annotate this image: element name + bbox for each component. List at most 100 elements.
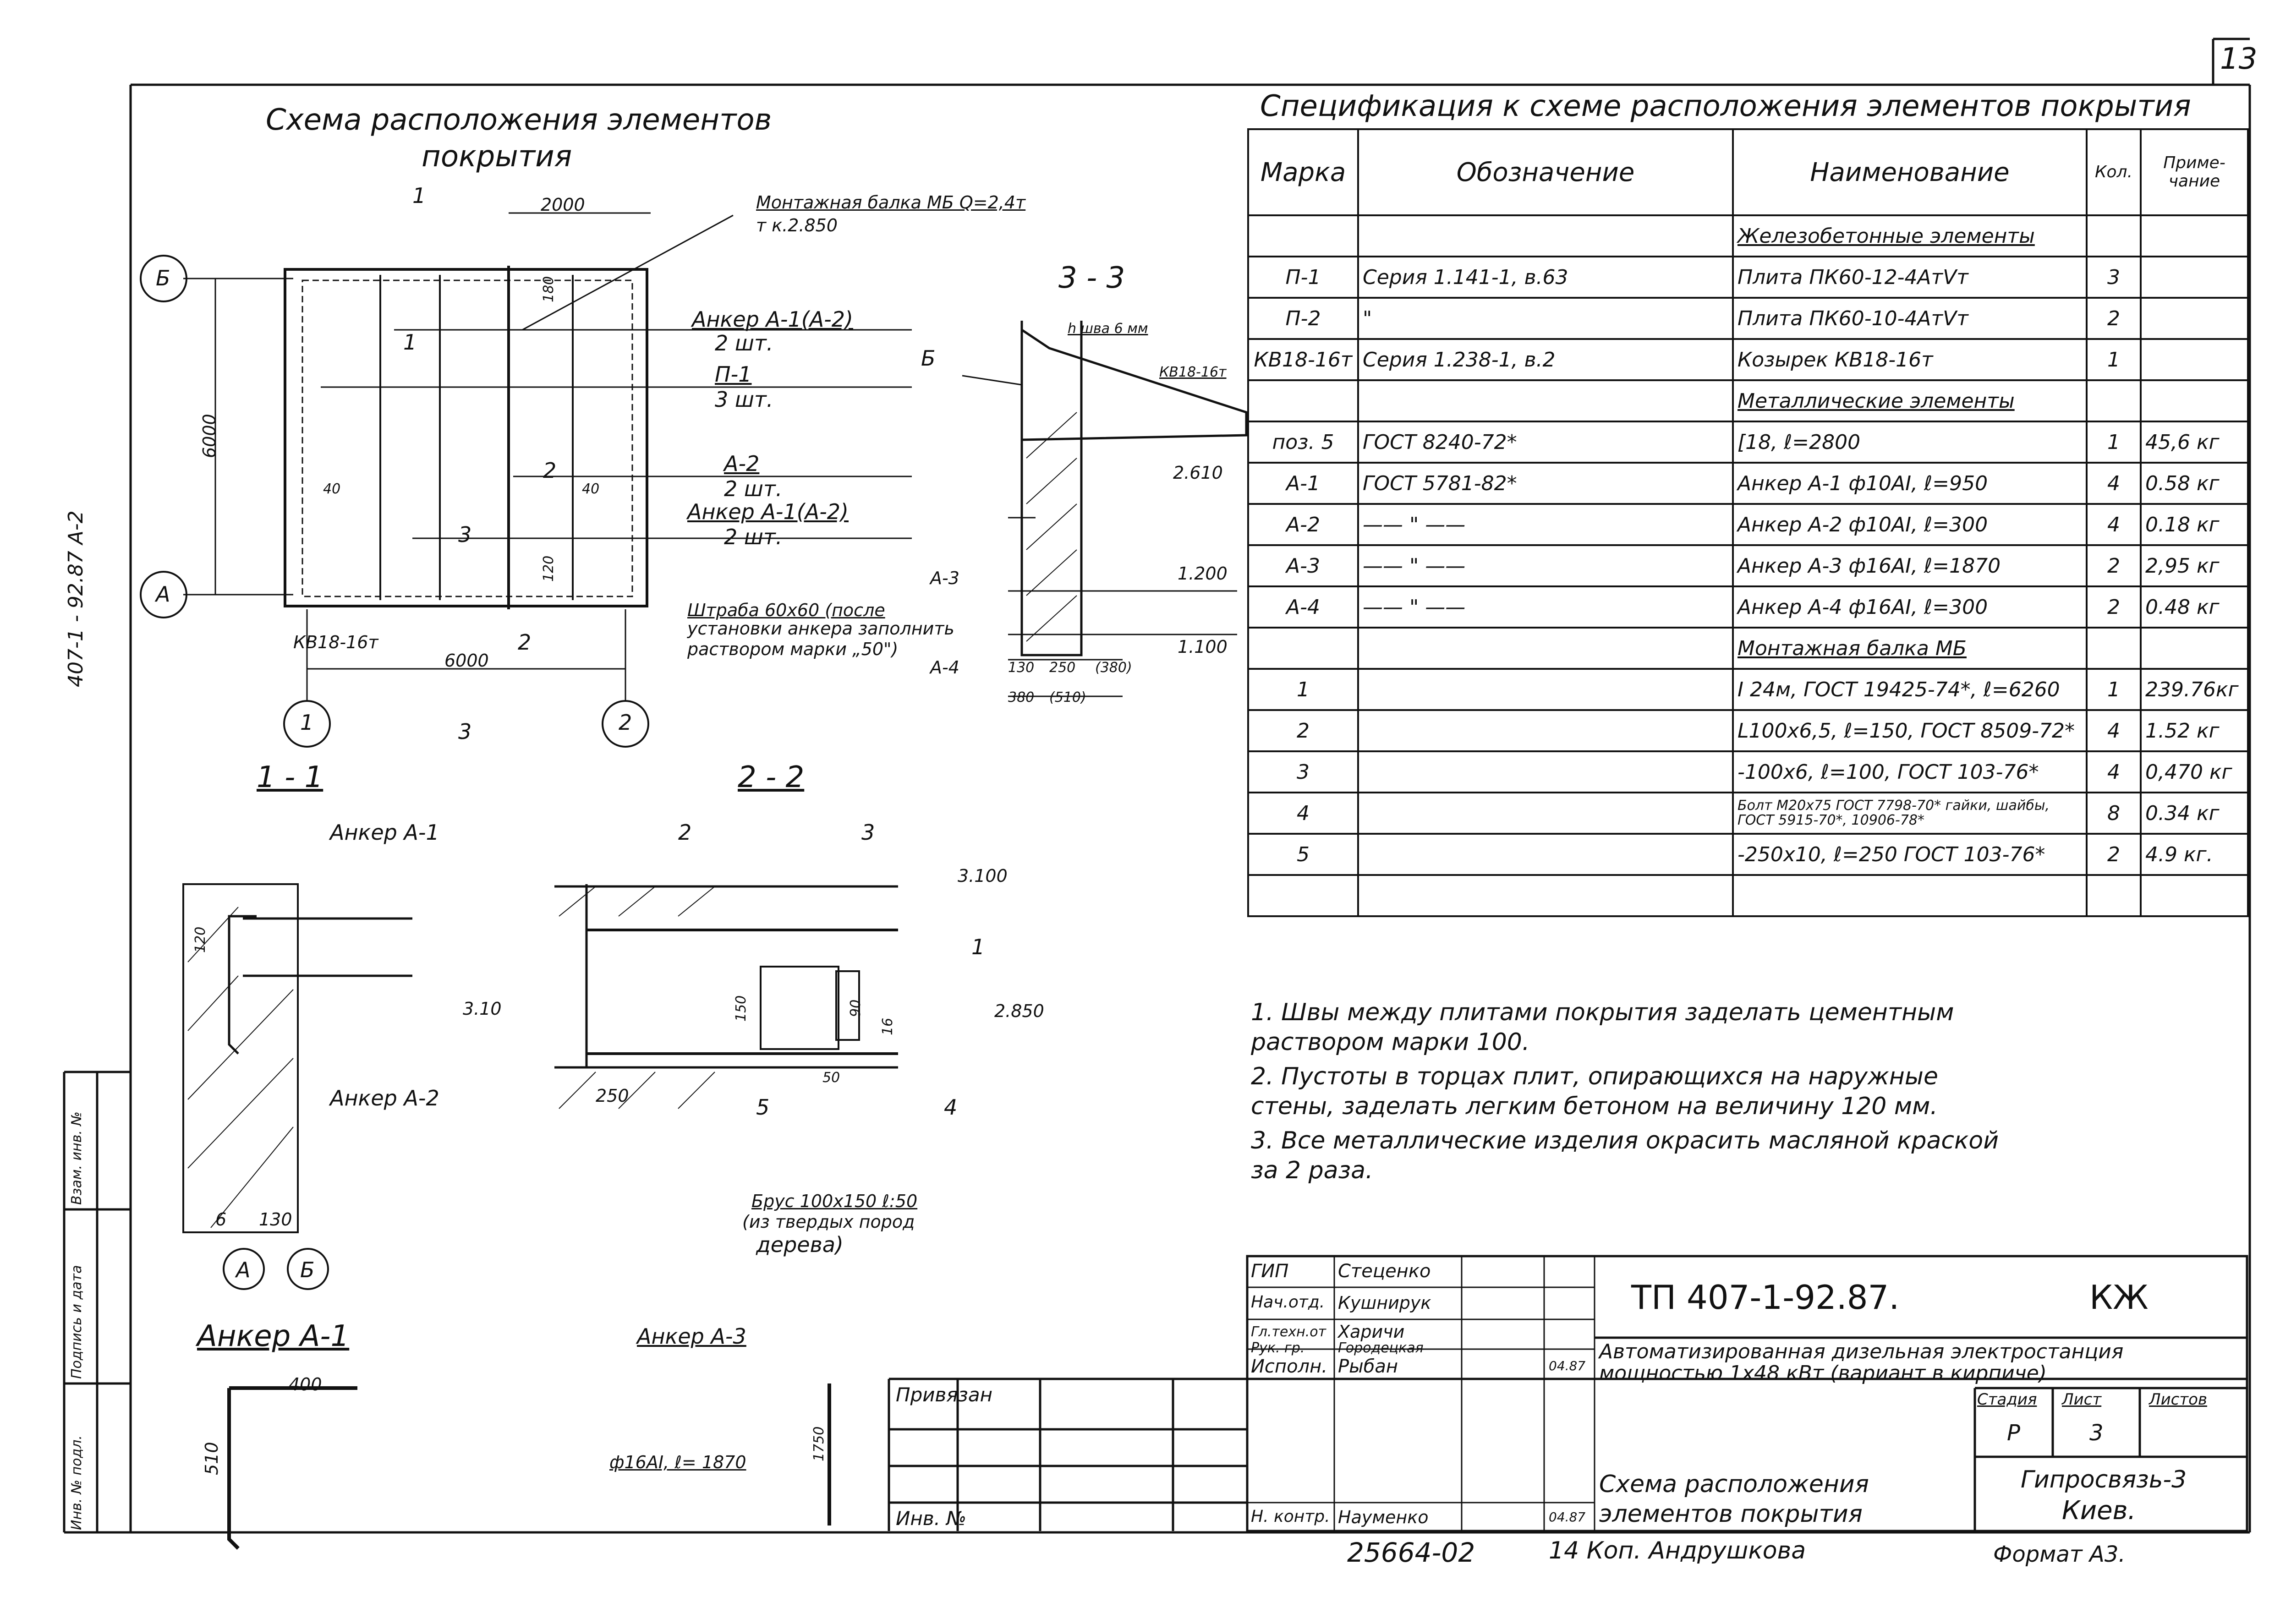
axis-1: 1 (300, 710, 314, 735)
spec-cell-code (1357, 709, 1734, 752)
spec-cell-name: Металлические элементы (1732, 379, 2088, 422)
spec-cell-note (2140, 256, 2249, 299)
spec-cell-mark (1247, 379, 1359, 422)
section-2-2-n3: 3 (861, 820, 875, 845)
spec-cell-qty: 4 (2086, 709, 2142, 752)
spec-row: Железобетонные элементы (1247, 214, 2249, 257)
spec-cell-mark: А-1 (1247, 462, 1359, 505)
spec-cell-name (1732, 874, 2088, 917)
label-p1-qty: 3 шт. (715, 387, 773, 412)
note-3-line2: за 2 раза. (1251, 1157, 1373, 1184)
sheet-number: 13 (2220, 42, 2258, 76)
spec-cell-name: Анкер А-1 ф10АI, ℓ=950 (1732, 462, 2088, 505)
spec-cell-mark (1247, 214, 1359, 257)
spec-header-note: Приме-чание (2140, 128, 2249, 216)
chase-note-line2: установки анкера заполнить (687, 618, 954, 639)
spec-cell-name: I 24м, ГОСТ 19425-74*, ℓ=6260 (1732, 668, 2088, 711)
spec-header-name: Наименование (1732, 128, 2088, 216)
tb-org-line1: Гипросвязь-3 (2021, 1466, 2187, 1493)
level-1200: 1.200 (1178, 563, 1228, 584)
spec-cell-code: Серия 1.141-1, в.63 (1357, 256, 1734, 299)
spec-cell-note: 2,95 кг (2140, 544, 2249, 587)
label-a2-qty: 2 шт. (724, 476, 783, 501)
dim-2000: 2000 (541, 195, 585, 215)
spec-cell-mark: А-3 (1247, 544, 1359, 587)
tb-role-4: Исполн. (1251, 1356, 1327, 1377)
axis-2: 2 (619, 710, 632, 735)
section-3-3-title: 3 - 3 (1058, 261, 1125, 295)
spec-cell-name: Анкер А-4 ф16АI, ℓ=300 (1732, 585, 2088, 629)
section-1-1-anchor-a1: Анкер А-1 (330, 820, 439, 845)
dim-510: (510) (1049, 689, 1086, 705)
spec-cell-note (2140, 874, 2249, 917)
label-kb18: КВ18-16т (293, 632, 378, 652)
section-2-2-dim-250: 250 (596, 1086, 629, 1106)
spec-cell-name: Козырек КВ18-16т (1732, 338, 2088, 381)
spec-cell-qty: 3 (2086, 256, 2142, 299)
spec-cell-code (1357, 668, 1734, 711)
spec-cell-mark: поз. 5 (1247, 421, 1359, 464)
note-2-line1: 2. Пустоты в торцах плит, опирающихся на… (1251, 1063, 1938, 1090)
tb-sheet-value: 3 (2089, 1420, 2104, 1446)
section-2-2-level-3100: 3.100 (958, 866, 1008, 886)
spec-cell-note: 0.18 кг (2140, 503, 2249, 546)
spec-cell-name: Болт М20х75 ГОСТ 7798-70* гайки, шайбы, … (1732, 792, 2088, 835)
spec-cell-qty: 1 (2086, 421, 2142, 464)
spec-cell-code: " (1357, 297, 1734, 340)
note-3-line1: 3. Все металлические изделия окрасить ма… (1251, 1127, 1999, 1154)
margin-doc-code: 407-1 - 92.87 А-2 (64, 510, 88, 687)
spec-cell-code (1357, 833, 1734, 876)
dim-6000-vertical: 6000 (199, 414, 219, 458)
dim-250: 250 (1049, 660, 1076, 676)
spec-cell-qty (2086, 214, 2142, 257)
spec-cell-note (2140, 297, 2249, 340)
spec-cell-code: ГОСТ 5781-82* (1357, 462, 1734, 505)
label-anchor-a1-bottom: Анкер А-1(А-2) (687, 499, 849, 524)
tb-role-7: Н. контр. (1251, 1507, 1330, 1526)
spec-cell-mark: П-1 (1247, 256, 1359, 299)
dim-380-paren: (380) (1095, 660, 1132, 676)
section-1-1-dim-130: 130 (259, 1209, 292, 1230)
stamp-replace-label: Взам. инв. № (69, 1111, 85, 1205)
spec-cell-qty: 4 (2086, 462, 2142, 505)
tb-desc-line2: мощностью 1х48 кВт (вариант в кирпиче) (1599, 1362, 2047, 1385)
spec-cell-mark: 5 (1247, 833, 1359, 876)
tb-role-3: Рук. гр. (1251, 1340, 1305, 1356)
spec-cell-qty: 8 (2086, 792, 2142, 835)
spec-cell-note (2140, 214, 2249, 257)
cut-2-mark: 2 (543, 458, 557, 483)
spec-cell-name: [18, ℓ=2800 (1732, 421, 2088, 464)
tb-name-0: Стеценко (1338, 1261, 1431, 1282)
spec-cell-name: L100х6,5, ℓ=150, ГОСТ 8509-72* (1732, 709, 2088, 752)
section-1-1-dim-6: 6 (215, 1209, 227, 1230)
spec-cell-note: 239.76кг (2140, 668, 2249, 711)
spec-cell-note: 0.48 кг (2140, 585, 2249, 629)
spec-cell-note: 0.58 кг (2140, 462, 2249, 505)
anchor-a1-dim-400: 400 (289, 1374, 322, 1394)
spec-cell-code: —— " —— (1357, 544, 1734, 587)
spec-cell-note (2140, 379, 2249, 422)
spec-cell-name: -100х6, ℓ=100, ГОСТ 103-76* (1732, 750, 2088, 793)
plan-title-line2: покрытия (422, 140, 572, 174)
section-3-3-a3: А-3 (930, 568, 959, 588)
tb-date-1: 04.87 (1549, 1358, 1586, 1373)
spec-cell-name: -250х10, ℓ=250 ГОСТ 103-76* (1732, 833, 2088, 876)
dim-6000-horizontal: 6000 (444, 651, 489, 671)
spec-cell-code (1357, 750, 1734, 793)
spec-cell-note: 0,470 кг (2140, 750, 2249, 793)
label-a2: А-2 (724, 451, 760, 476)
spec-cell-note: 45,6 кг (2140, 421, 2249, 464)
timber-note-line1: Брус 100х150 ℓ:50 (751, 1191, 918, 1211)
spec-cell-name: Анкер А-2 ф10АI, ℓ=300 (1732, 503, 2088, 546)
spec-cell-qty: 1 (2086, 338, 2142, 381)
